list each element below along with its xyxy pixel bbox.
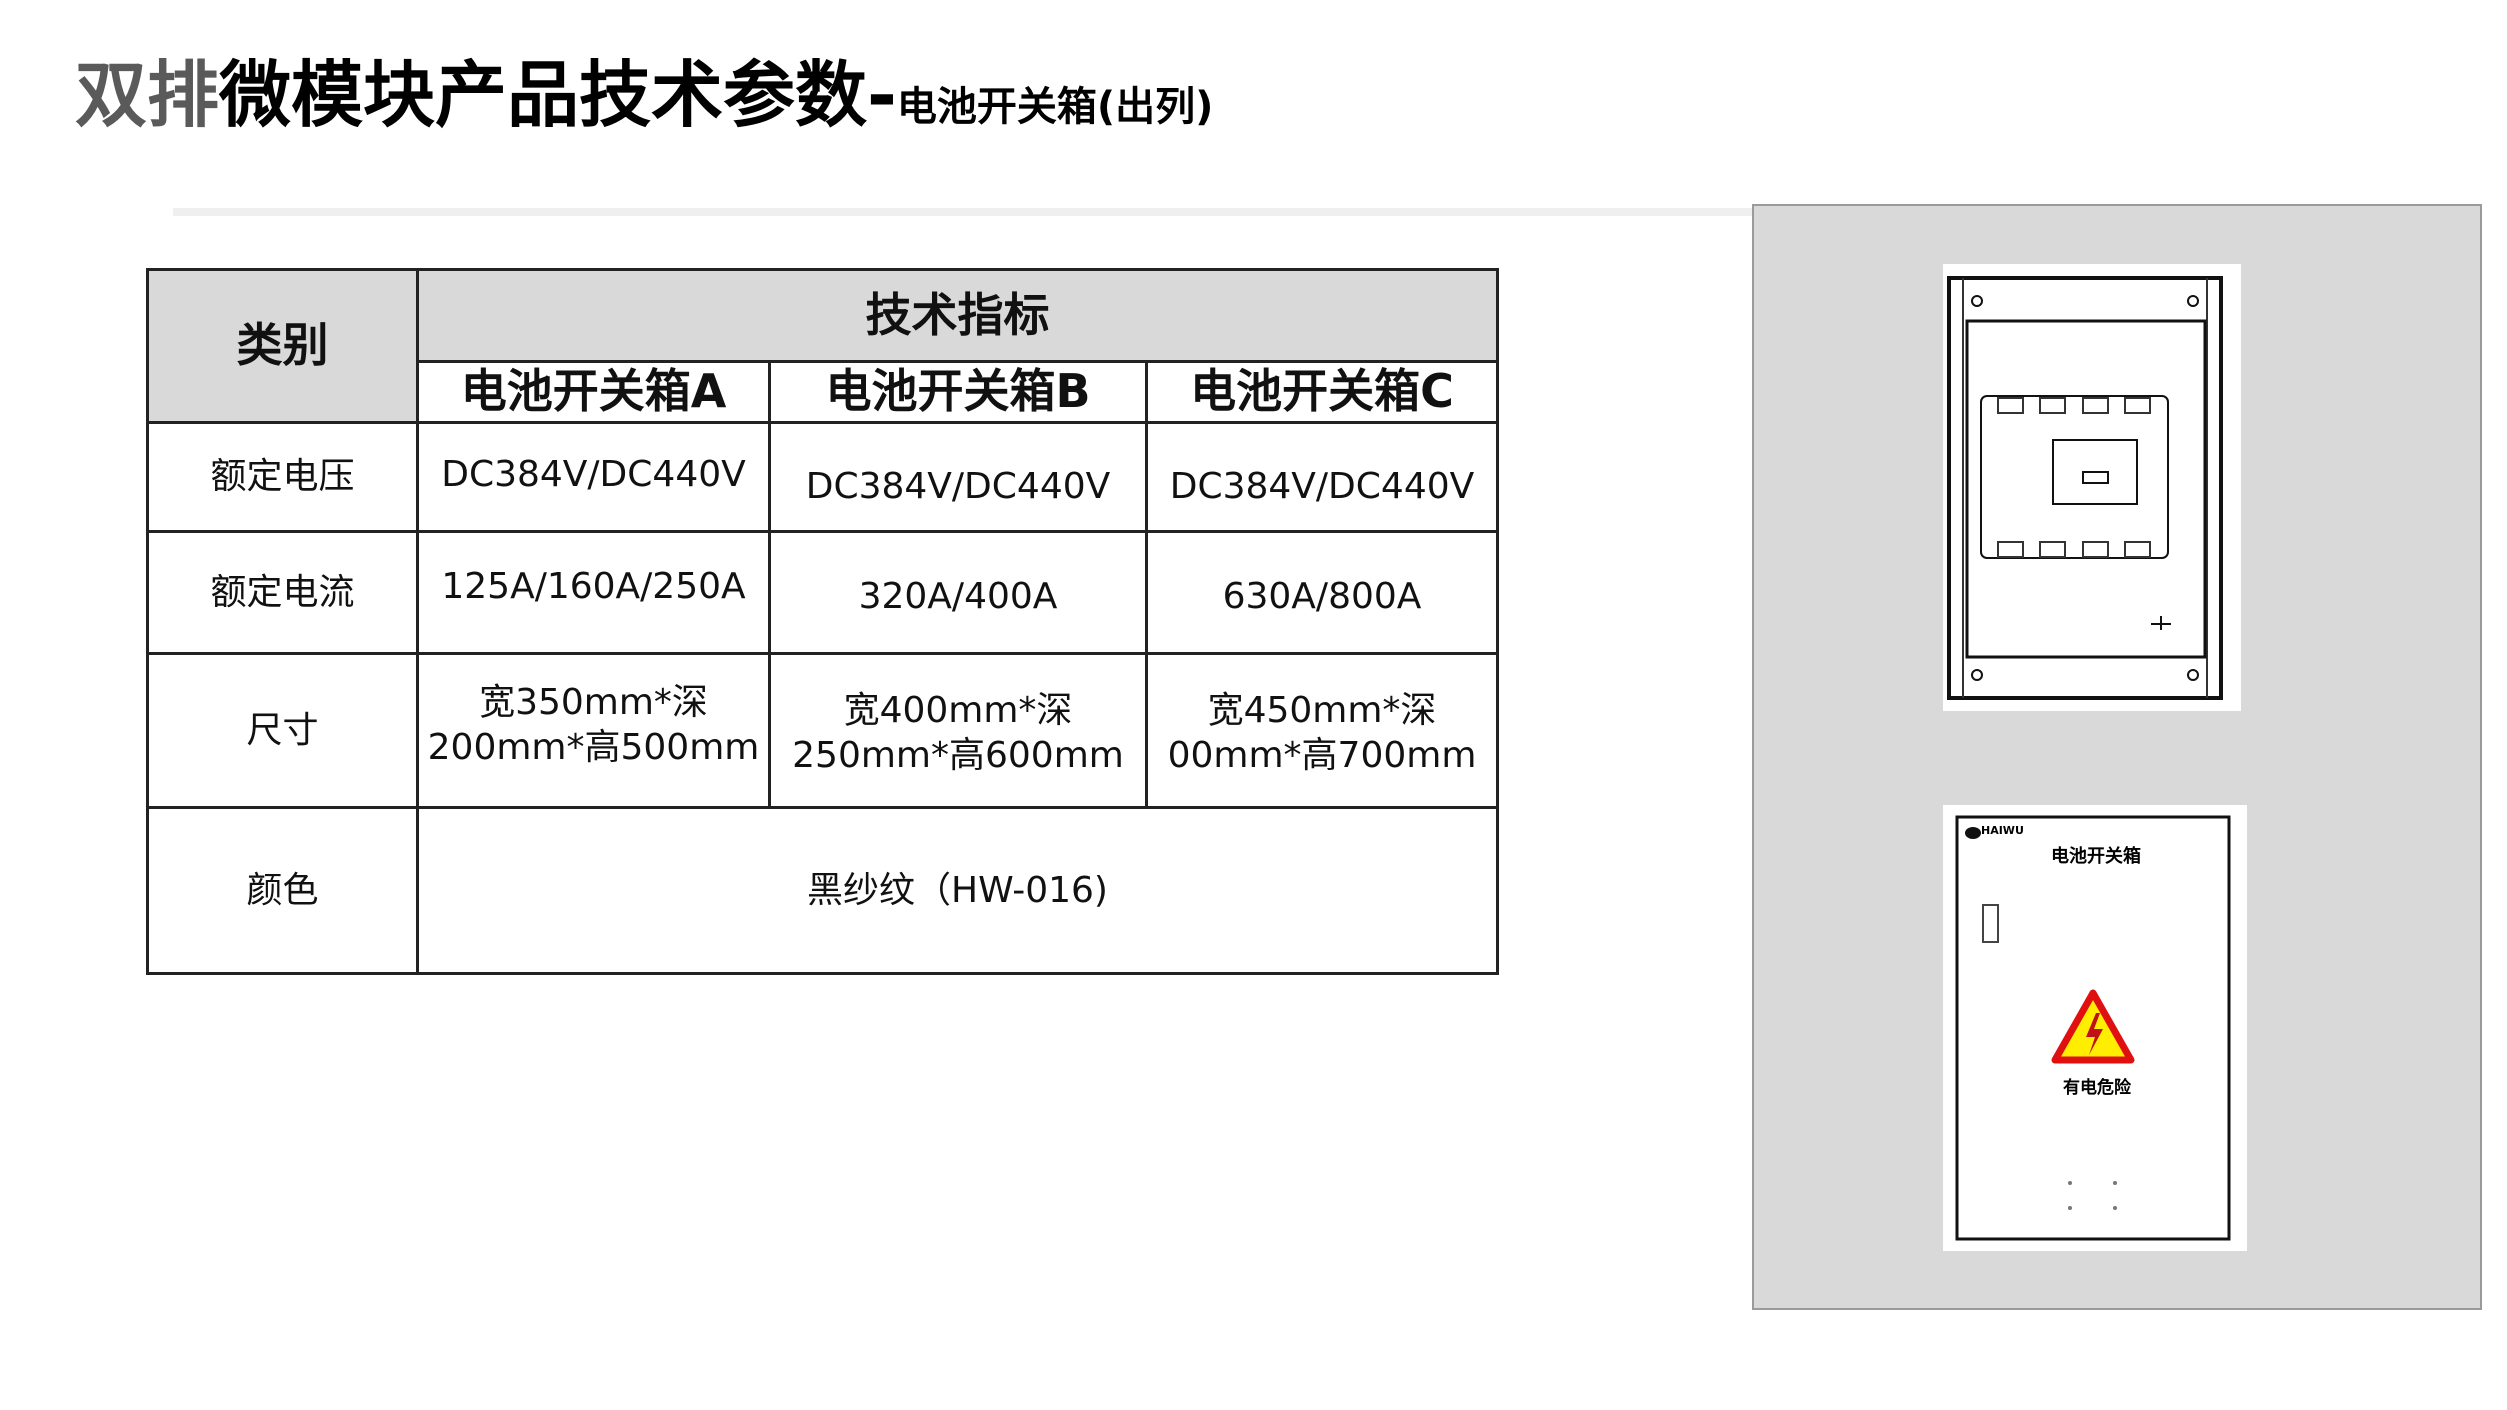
title-prefix: 双排 bbox=[75, 53, 220, 137]
column-header: 电池开关箱A bbox=[416, 360, 771, 424]
column-header: 电池开关箱C bbox=[1145, 360, 1499, 424]
internal-view-drawing bbox=[1943, 264, 2241, 711]
door-label: 电池开关箱 bbox=[2051, 846, 2141, 867]
cell-line: 宽350mm*深 bbox=[479, 682, 708, 723]
spec-table: 类别 技术指标 电池开关箱A 电池开关箱B 电池开关箱C 额定电压 DC384V… bbox=[146, 268, 1499, 975]
row-label: 额定电压 bbox=[146, 420, 419, 533]
table-row: 额定电压 DC384V/DC440V DC384V/DC440V DC384V/… bbox=[146, 420, 1499, 533]
column-header: 电池开关箱B bbox=[768, 360, 1148, 424]
title-main: 微模块产品技术参数- bbox=[219, 53, 897, 137]
brand-logo: HAIWU bbox=[1981, 824, 2024, 837]
table-row: 颜色 黑纱纹（HW-016) bbox=[146, 805, 1499, 975]
cell: 630A/800A bbox=[1145, 529, 1499, 655]
cell-line: 宽400mm*深 bbox=[843, 690, 1073, 731]
cell-line: 250mm*高600mm bbox=[792, 735, 1124, 776]
warning-label: 有电危险 bbox=[2063, 1078, 2131, 1098]
front-door-drawing: HAIWU 电池开关箱 有电危险 bbox=[1943, 805, 2247, 1251]
cell: DC384V/DC440V bbox=[768, 420, 1148, 533]
title-subtitle: 电池开关箱(出列) bbox=[896, 84, 1214, 130]
cell-line: 00mm*高700mm bbox=[1167, 735, 1477, 776]
cell: 320A/400A bbox=[768, 529, 1148, 655]
switch-box-front-icon bbox=[1955, 815, 2231, 1241]
row-label: 额定电流 bbox=[146, 529, 419, 655]
cell-line: 200mm*高500mm bbox=[427, 727, 760, 768]
cell: 黑纱纹（HW-016) bbox=[416, 805, 1499, 975]
cell: DC384V/DC440V bbox=[1145, 420, 1499, 533]
category-header: 类别 bbox=[146, 268, 419, 424]
cell-line: 宽450mm*深 bbox=[1207, 690, 1437, 731]
row-label: 尺寸 bbox=[146, 651, 419, 809]
row-label: 颜色 bbox=[146, 805, 419, 975]
page-title: 双排微模块产品技术参数-电池开关箱(出列) bbox=[75, 36, 1213, 141]
table-row: 额定电流 125A/160A/250A 320A/400A 630A/800A bbox=[146, 529, 1499, 655]
spec-header: 技术指标 bbox=[416, 268, 1499, 363]
cell: 125A/160A/250A bbox=[416, 529, 771, 655]
divider bbox=[173, 208, 1753, 216]
cell: DC384V/DC440V bbox=[416, 420, 771, 533]
switch-box-internal-icon bbox=[1947, 276, 2223, 700]
